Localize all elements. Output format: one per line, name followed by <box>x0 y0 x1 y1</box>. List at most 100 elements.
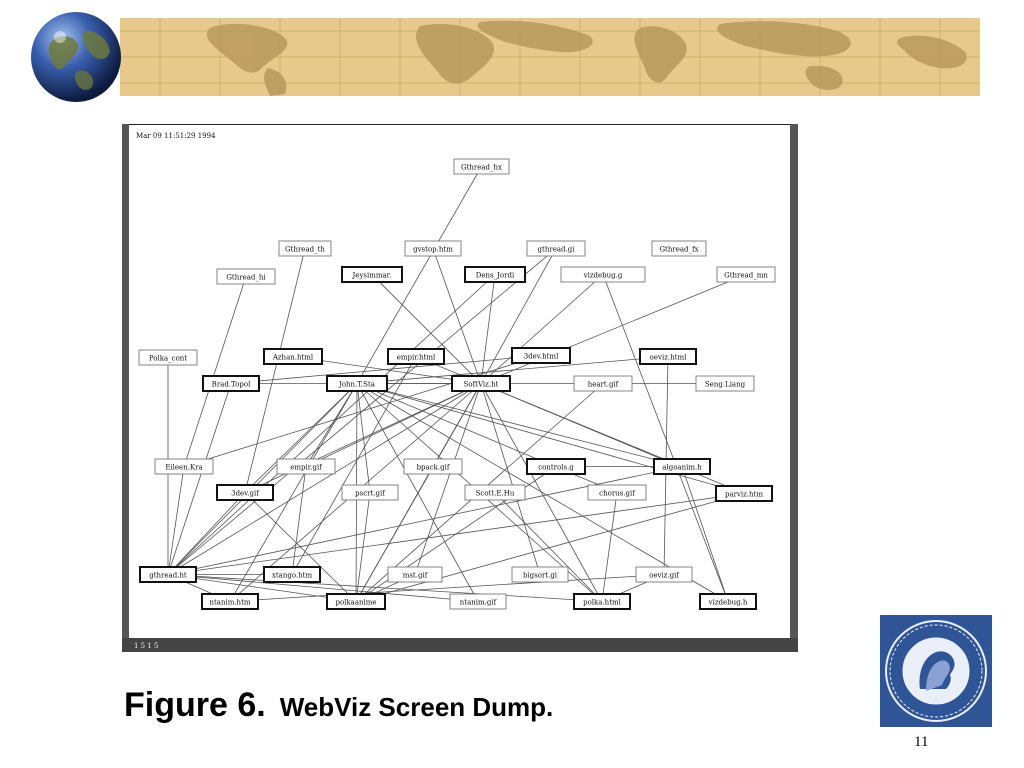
graph-edge <box>183 276 247 467</box>
graph-node-box <box>216 484 274 501</box>
graph-node-label: Gthread_mn <box>724 272 768 280</box>
graph-edge <box>432 248 482 384</box>
graph-edge <box>480 274 747 384</box>
graph-edge <box>229 383 358 602</box>
graph-node: Gthread_hi <box>216 268 276 285</box>
graph-edge <box>356 383 683 467</box>
graph-edge <box>602 274 729 602</box>
graph-node-label: Brad.Topol <box>212 381 251 389</box>
graph-node: Gthread_hx <box>453 158 510 175</box>
graph-node-box <box>387 566 443 583</box>
graph-node-box <box>526 240 586 257</box>
graph-node: Gthread_fx <box>651 240 707 257</box>
graph-node-label: gvstop.htm <box>413 246 453 254</box>
graph-node: gthread.gi <box>526 240 586 257</box>
graph-node-box <box>326 375 388 392</box>
graph-edge <box>229 574 665 602</box>
graph-node-box <box>511 347 571 364</box>
graph-node-label: empir.html <box>397 354 436 362</box>
world-map-banner <box>120 18 980 96</box>
graph-node-label: Azhan.html <box>272 354 314 362</box>
graph-node-box <box>511 566 569 583</box>
graph-node-box <box>138 349 198 366</box>
graph-edge <box>167 574 479 602</box>
graph-edge <box>167 492 246 575</box>
graph-node-label: Jeysimmar. <box>352 272 392 280</box>
graph-node-label: oeviz.html <box>650 354 687 362</box>
graph-node-label: ntanim.htm <box>209 599 250 607</box>
graph-node-label: algoanim.h <box>662 464 702 472</box>
graph-node-box <box>464 266 526 283</box>
graph-edge <box>371 274 482 384</box>
graph-node-label: 3dev.gif <box>231 490 260 498</box>
graph-node-label: chorus.gif <box>599 490 636 498</box>
graph-node-label: bpack.gif <box>417 464 451 472</box>
graph-edge <box>244 383 358 493</box>
graph-node-box <box>263 566 321 583</box>
graph-edge <box>480 274 496 384</box>
graph-edges <box>167 166 747 602</box>
graph-node-box <box>216 268 276 285</box>
graph-edge <box>355 466 434 602</box>
graph-node-label: John.T.Sta <box>338 381 375 389</box>
graph-edge <box>167 493 745 575</box>
graph-node-label: Gthread_hx <box>461 164 502 172</box>
graph-node-box <box>341 484 399 501</box>
graph-edge <box>305 383 358 467</box>
graph-node: ntanim.gif <box>449 593 507 610</box>
figure-number: Figure 6. <box>124 686 266 724</box>
graph-node: Gthread_th <box>278 240 332 257</box>
graph-edge <box>355 493 745 602</box>
graph-node: bpack.gif <box>403 458 463 475</box>
graph-node: vizdebug.h <box>699 593 757 610</box>
graph-node-box <box>202 375 260 392</box>
graph-edge <box>244 248 306 493</box>
graph-node: oeviz.html <box>639 348 697 365</box>
graph-node: Polka_cont <box>138 349 198 366</box>
graph-node-box <box>451 375 511 392</box>
graph-node: empir.html <box>387 348 445 365</box>
graph-node-label: Dens_Jordi <box>476 272 515 280</box>
graph-node-box <box>699 593 757 610</box>
graph-node-label: gthread.ht <box>149 572 187 580</box>
graph-node-box <box>326 593 386 610</box>
graph-edge <box>244 492 357 602</box>
graph-node-label: Scott.E.Hu <box>476 490 515 498</box>
graph-edge <box>356 383 729 602</box>
graph-edge <box>292 356 482 384</box>
graph-node: polka.html <box>573 593 631 610</box>
graph-node-box <box>587 484 647 501</box>
graph-node-box <box>449 593 507 610</box>
graph-node-label: gthread.gi <box>538 246 576 254</box>
graph-edge <box>356 356 669 384</box>
graph-node-box <box>635 566 693 583</box>
figure-caption: Figure 6.WebViz Screen Dump. <box>124 686 553 726</box>
graph-node: 3dev.gif <box>216 484 274 501</box>
graph-edge <box>480 383 541 575</box>
graph-node-box <box>560 266 646 283</box>
graph-edge <box>480 383 745 494</box>
graph-node-label: empir.gif <box>290 464 323 472</box>
university-seal-logo <box>880 615 992 727</box>
graph-node: vizdebug.g <box>560 266 646 283</box>
graph-node: parviz.htm <box>715 485 773 502</box>
graph-edge <box>167 574 357 602</box>
figure-title: WebViz Screen Dump <box>279 692 547 722</box>
graph-node-label: heart.gif <box>588 381 620 389</box>
graph-node-box <box>573 375 633 392</box>
page-number: 11 <box>914 734 929 750</box>
graph-node: heart.gif <box>573 375 633 392</box>
graph-node: gvstop.htm <box>404 240 462 257</box>
graph-edge <box>414 383 482 575</box>
graph-node-label: parviz.htm <box>725 491 763 499</box>
graph-node: SoftViz.ht <box>451 375 511 392</box>
graph-node-label: Polka_cont <box>149 355 187 363</box>
graph-node: algoanim.h <box>653 458 711 475</box>
graph-node: empir.gif <box>276 458 336 475</box>
timestamp-label: Mar 09 11:51:29 1994 <box>136 132 216 140</box>
graph-node-box <box>464 484 526 501</box>
graph-edge <box>494 492 603 602</box>
graph-node: controls.g <box>526 458 586 475</box>
graph-node-box <box>278 240 332 257</box>
